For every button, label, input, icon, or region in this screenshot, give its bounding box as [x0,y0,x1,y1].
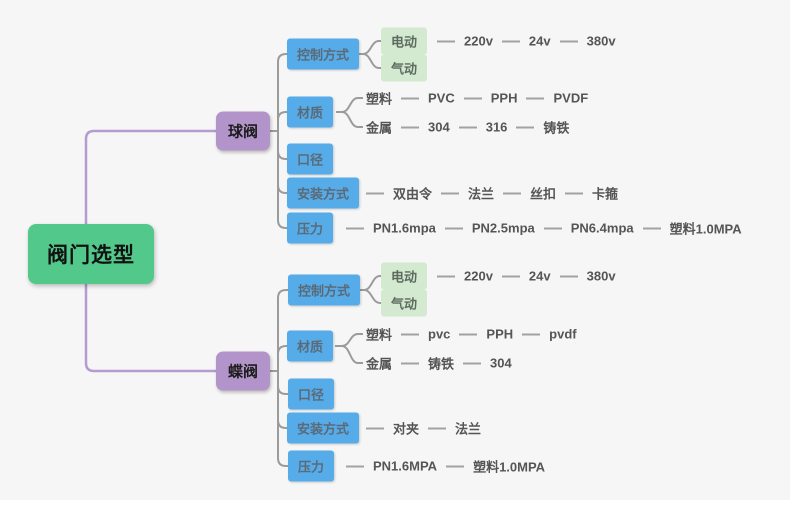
butterfly-diameter-node[interactable]: 口径 [288,378,335,410]
material-316-node[interactable]: 316 [485,119,508,135]
material-pvdf-node[interactable]: PVDF [553,90,589,106]
pressure-pn64-node[interactable]: PN6.4mpa [570,220,634,236]
voltage-24v-node[interactable]: 24v [528,33,551,49]
material-304-node[interactable]: 304 [428,119,450,135]
pressure-pn16-node[interactable]: PN1.6mpa [373,220,436,236]
connector-dash [642,227,661,229]
ball-install-mode-node[interactable]: 安装方式 [287,177,360,209]
voltage-220v-node[interactable]: 220v [464,268,493,284]
butterfly-voltage-chain: 220v 24v 380v [428,269,616,284]
connector-dash [458,126,477,128]
install-thread-node[interactable]: 丝扣 [530,186,557,202]
butterfly-electric-node[interactable]: 电动 [381,262,428,290]
butterfly-valve-node[interactable]: 蝶阀 [216,351,271,391]
material-cast-iron-node[interactable]: 铸铁 [428,356,455,372]
voltage-380v-node[interactable]: 380v [586,268,616,284]
ball-material-node[interactable]: 材质 [287,96,334,128]
connector-dash [401,97,420,99]
connector-dash [366,427,384,429]
connector-dash [559,40,578,42]
install-flange-node[interactable]: 法兰 [468,186,495,202]
ball-voltage-chain: 220v 24v 380v [428,34,616,49]
butterfly-pressure-chain: PN1.6MPA 塑料1.0MPA [337,457,545,476]
pressure-plastic10-node[interactable]: 塑料1.0MPA [669,221,742,237]
ball-plastic-chain: 塑料 PVC PPH PVDF [366,89,588,108]
voltage-220v-node[interactable]: 220v [464,33,493,49]
ball-control-mode-node[interactable]: 控制方式 [287,38,360,70]
connector-dash [565,192,584,194]
material-pph-node[interactable]: PPH [486,326,514,342]
material-cast-iron-node[interactable]: 铸铁 [543,120,570,136]
connector-dash [522,333,541,335]
connector-dash [559,275,578,277]
butterfly-install-chain: 对夹 法兰 [357,419,481,438]
connector-dash [437,275,455,277]
material-304-node[interactable]: 304 [490,355,512,371]
connector-dash [346,227,364,229]
install-flange-node[interactable]: 法兰 [455,421,482,437]
connector-dash [446,465,465,467]
connector-dash [501,40,520,42]
install-union-node[interactable]: 双由令 [393,186,433,202]
ball-valve-node[interactable]: 球阀 [216,111,271,151]
connector-dash [463,362,482,364]
butterfly-install-mode-node[interactable]: 安装方式 [287,412,360,444]
connector-dash [346,465,364,467]
butterfly-control-mode-node[interactable]: 控制方式 [288,274,361,306]
connector-dash [503,192,522,194]
ball-plastic-node[interactable]: 塑料 [366,91,393,107]
connector-dash [516,126,535,128]
ball-pressure-chain: PN1.6mpa PN2.5mpa PN6.4mpa 塑料1.0MPA [337,219,742,238]
connector-dash [501,275,520,277]
material-pvc-node[interactable]: pvc [428,326,451,342]
connector-dash [428,427,447,429]
voltage-24v-node[interactable]: 24v [528,268,551,284]
connector-dash [526,97,545,99]
butterfly-material-node[interactable]: 材质 [287,330,334,362]
root-node-valve-selection[interactable]: 阀门选型 [28,224,154,284]
butterfly-metal-chain: 金属 铸铁 304 [366,354,512,373]
connector-dash [444,227,463,229]
ball-electric-node[interactable]: 电动 [381,27,428,55]
pressure-pn25-node[interactable]: PN2.5mpa [471,220,535,236]
material-pvdf-node[interactable]: pvdf [549,326,577,342]
ball-pressure-node[interactable]: 压力 [287,212,334,244]
ball-diameter-node[interactable]: 口径 [287,143,334,175]
pressure-plastic10-node[interactable]: 塑料1.0MPA [473,459,546,475]
butterfly-pressure-node[interactable]: 压力 [288,450,335,482]
material-pvc-node[interactable]: PVC [428,90,455,106]
bottom-edge-strip [0,500,790,506]
connector-dash [441,192,460,194]
connector-dash [401,126,420,128]
install-wafer-node[interactable]: 对夹 [393,421,420,437]
connector-dash [366,192,384,194]
material-pph-node[interactable]: PPH [490,90,518,106]
butterfly-plastic-chain: 塑料 pvc PPH pvdf [366,325,577,344]
install-clamp-node[interactable]: 卡箍 [592,186,619,202]
connector-dash [543,227,562,229]
ball-install-chain: 双由令 法兰 丝扣 卡箍 [357,184,618,203]
butterfly-plastic-node[interactable]: 塑料 [366,327,393,343]
connector-dash [459,333,478,335]
ball-pneumatic-node[interactable]: 气动 [381,54,428,82]
butterfly-pneumatic-node[interactable]: 气动 [381,289,428,317]
voltage-380v-node[interactable]: 380v [586,33,616,49]
ball-metal-chain: 金属 304 316 铸铁 [366,118,569,137]
connector-dash [401,362,420,364]
butterfly-metal-node[interactable]: 金属 [366,356,393,372]
connector-dash [401,333,420,335]
connector-dash [437,40,455,42]
connector-dash [463,97,482,99]
ball-metal-node[interactable]: 金属 [366,120,393,136]
pressure-pn16-node[interactable]: PN1.6MPA [373,458,438,474]
